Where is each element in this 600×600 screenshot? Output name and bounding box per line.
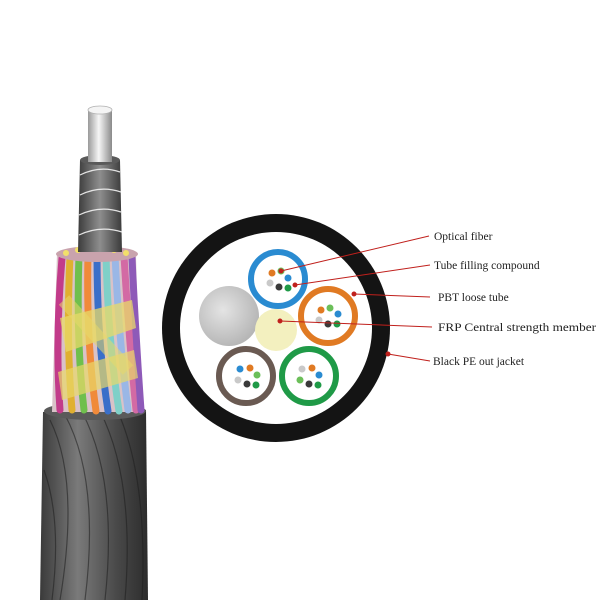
- label-optical-fiber: Optical fiber: [434, 231, 493, 243]
- frp-central-member: [255, 309, 297, 351]
- filler-rod: [199, 286, 259, 346]
- cable-3d-view: [40, 105, 148, 600]
- fiber-bundle: [315, 304, 342, 328]
- loose-tube-blue: [248, 249, 308, 309]
- leader-pbt-tube: [353, 293, 431, 298]
- loose-tube-brown: [216, 346, 276, 406]
- label-pbt-tube: PBT loose tube: [438, 292, 509, 304]
- label-pe-jacket: Black PE out jacket: [433, 356, 525, 368]
- loose-tube-orange: [298, 286, 358, 346]
- central-member-3d: [78, 155, 123, 252]
- leader-optical-fiber: [280, 235, 430, 272]
- loose-tube-green: [279, 346, 339, 406]
- cross-section: [162, 214, 390, 442]
- stranded-tubes-3d: [52, 246, 145, 415]
- label-frp-member: FRP Central strength member: [438, 322, 596, 334]
- callout-labels: Optical fiber Tube filling compound PBT …: [433, 231, 596, 368]
- leader-filling-compound: [294, 264, 431, 286]
- fiber-bundle: [296, 364, 323, 389]
- label-filling-compound: Tube filling compound: [434, 260, 540, 272]
- leader-frp: [279, 320, 433, 328]
- outer-jacket-3d: [40, 402, 148, 600]
- leader-jacket: [387, 353, 431, 362]
- frp-rod-3d: [87, 105, 113, 162]
- leader-lines: [277, 235, 433, 362]
- fiber-bundle: [234, 364, 261, 389]
